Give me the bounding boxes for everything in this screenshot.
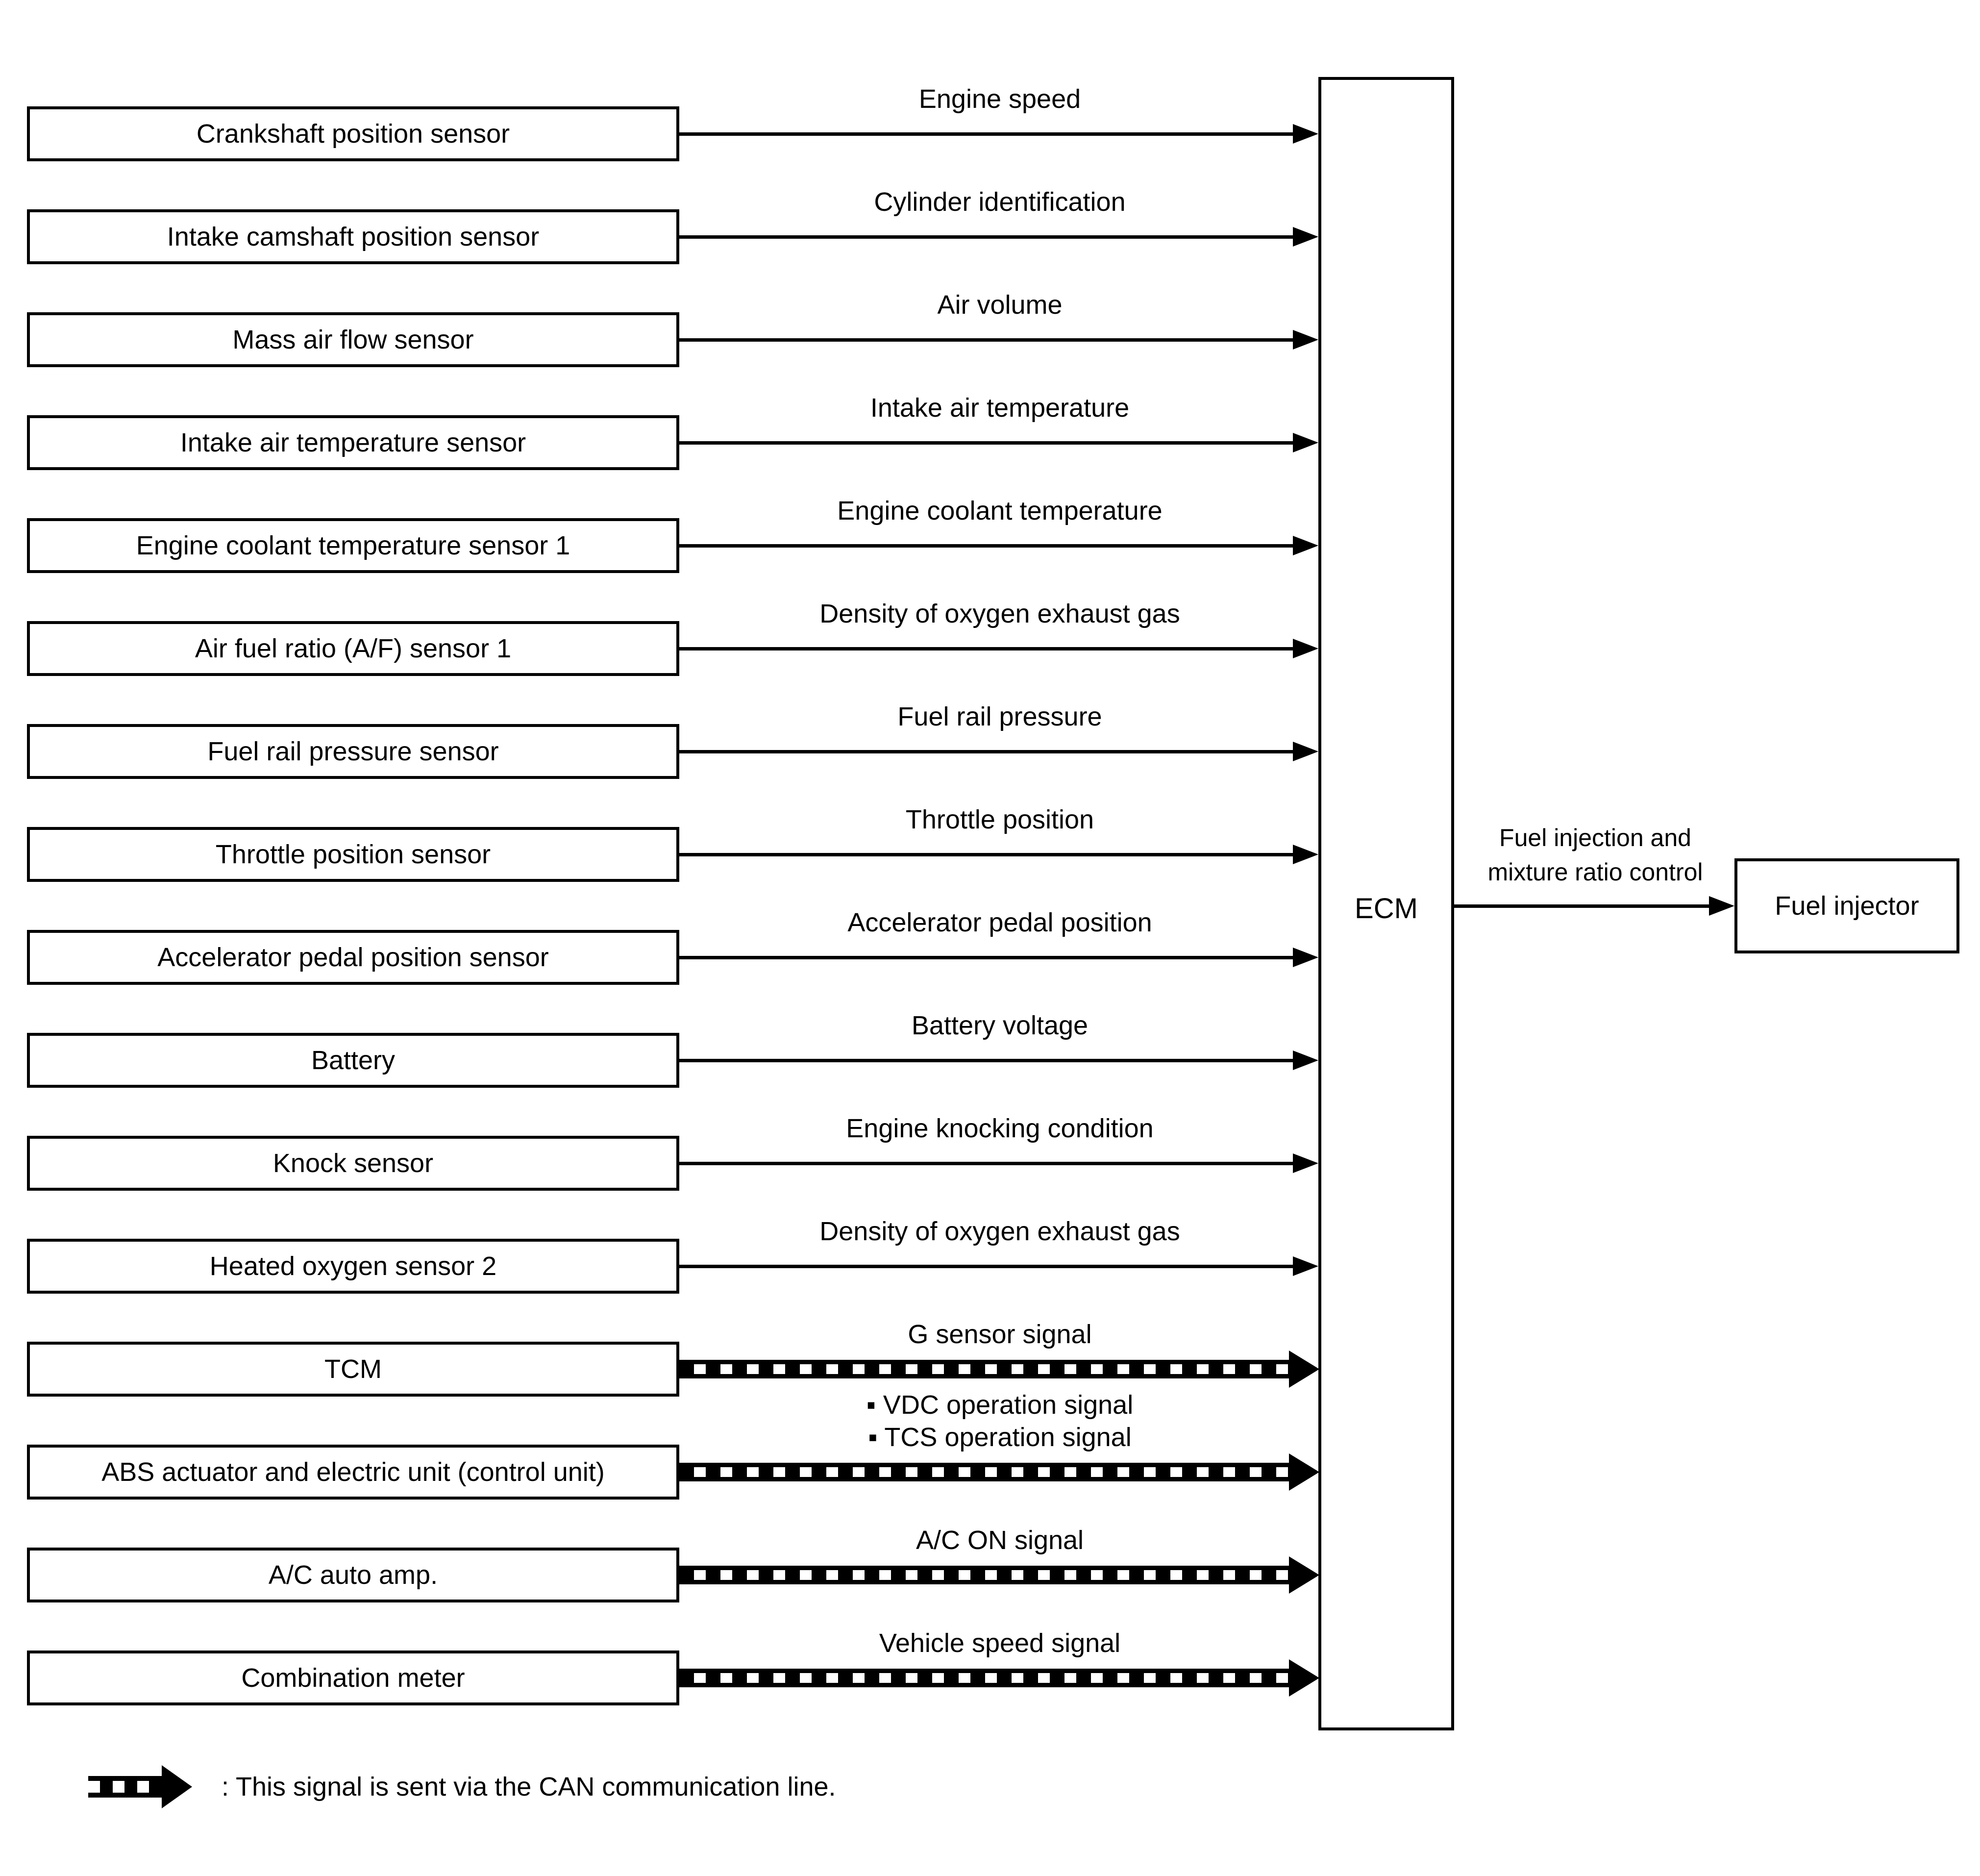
source-box: Fuel rail pressure sensor [27,724,679,779]
source-box-label: TCM [324,1354,382,1384]
signal-arrow-head-icon [1293,1051,1318,1070]
source-box: Battery [27,1033,679,1088]
signal-arrow-head-icon [1293,1153,1318,1173]
signal-arrow-head-icon [1293,124,1318,144]
signal-arrow-head-icon [1293,227,1318,247]
signal-label: Vehicle speed signal [879,1628,1121,1658]
ecm-label: ECM [1355,893,1418,925]
source-box-label: Intake camshaft position sensor [167,222,540,251]
signal-label: Engine speed [918,84,1081,114]
signal-arrow-head-icon [1293,1256,1318,1276]
signal-arrow-line [679,441,1295,445]
signal-label: Engine coolant temperature [837,496,1163,525]
signal-arrow-line [679,338,1295,342]
source-box-label: Intake air temperature sensor [180,427,526,457]
source-box-label: Combination meter [241,1663,465,1693]
fuel-injector-label: Fuel injector [1775,891,1919,921]
output-signal-label-line1: Fuel injection and [1499,824,1691,851]
signal-arrow-line [679,1059,1295,1062]
signal-label: Throttle position [905,805,1094,834]
source-box: Accelerator pedal position sensor [27,930,679,985]
can-arrow-bar [679,1360,1289,1378]
source-box: Mass air flow sensor [27,312,679,367]
can-arrow-legend-icon [88,1776,162,1798]
signal-label: Density of oxygen exhaust gas [819,599,1180,628]
source-box-label: Mass air flow sensor [232,325,474,354]
signal-label: Density of oxygen exhaust gas [819,1217,1180,1246]
source-box-label: Heated oxygen sensor 2 [209,1251,497,1281]
signal-arrow-line [679,956,1295,959]
signal-arrow-line [679,544,1295,548]
output-arrow-line [1454,904,1712,908]
source-box: Intake camshaft position sensor [27,209,679,264]
signal-arrow-line [679,132,1295,136]
signal-arrow-head-icon [1293,639,1318,658]
can-arrow-bar [679,1566,1289,1584]
can-arrow-bar [679,1463,1289,1481]
signal-label: ▪ TCS operation signal [868,1423,1132,1452]
fuel-injector-box: Fuel injector [1734,858,1959,953]
source-box-label: Throttle position sensor [215,839,491,869]
signal-arrow-line [679,235,1295,239]
signal-label: Air volume [937,290,1063,320]
source-box-label: Accelerator pedal position sensor [157,942,549,972]
signal-label: A/C ON signal [916,1526,1084,1555]
output-signal-label-line2: mixture ratio control [1487,858,1703,886]
source-box-label: Crankshaft position sensor [196,119,510,149]
signal-arrow-head-icon [1293,536,1318,555]
can-arrow-head-icon [1289,1351,1319,1388]
source-box-label: A/C auto amp. [268,1560,438,1590]
source-box: Heated oxygen sensor 2 [27,1239,679,1294]
source-box: TCM [27,1342,679,1397]
signal-arrow-head-icon [1293,433,1318,452]
output-arrow-head-icon [1709,896,1734,916]
signal-label: Battery voltage [911,1011,1089,1040]
signal-arrow-head-icon [1293,330,1318,350]
signal-label: Engine knocking condition [846,1114,1154,1143]
source-box-label: Air fuel ratio (A/F) sensor 1 [195,633,512,663]
can-arrow-bar [679,1669,1289,1687]
source-box: Combination meter [27,1651,679,1705]
can-arrow-head-icon [1289,1453,1319,1491]
signal-arrow-line [679,1162,1295,1165]
source-box: Crankshaft position sensor [27,106,679,161]
source-box-label: ABS actuator and electric unit (control … [101,1457,605,1487]
source-box: Throttle position sensor [27,827,679,882]
ecm-box: ECM [1318,77,1454,1730]
signal-label: ▪ VDC operation signal [866,1390,1134,1420]
signal-arrow-line [679,750,1295,753]
signal-label: Cylinder identification [874,187,1126,217]
source-box-label: Battery [311,1045,396,1075]
can-arrow-head-icon [1289,1659,1319,1697]
signal-label: Intake air temperature [870,393,1130,423]
source-box: Air fuel ratio (A/F) sensor 1 [27,621,679,676]
signal-arrow-head-icon [1293,845,1318,864]
signal-arrow-line [679,1265,1295,1268]
source-box-label: Engine coolant temperature sensor 1 [136,530,570,560]
source-box: Engine coolant temperature sensor 1 [27,518,679,573]
signal-label: G sensor signal [908,1320,1092,1349]
source-box-label: Fuel rail pressure sensor [207,736,499,766]
source-box: A/C auto amp. [27,1548,679,1602]
signal-label: Accelerator pedal position [847,908,1152,937]
signal-arrow-line [679,853,1295,856]
source-box: Intake air temperature sensor [27,415,679,470]
can-arrow-head-icon [1289,1556,1319,1594]
signal-arrow-head-icon [1293,948,1318,967]
signal-arrow-head-icon [1293,742,1318,761]
source-box: Knock sensor [27,1136,679,1191]
legend-text: : This signal is sent via the CAN commun… [222,1772,836,1801]
source-box-label: Knock sensor [272,1148,434,1178]
can-arrow-legend-head-icon [162,1765,192,1808]
source-box: ABS actuator and electric unit (control … [27,1445,679,1500]
signal-label: Fuel rail pressure [897,702,1102,731]
signal-arrow-line [679,647,1295,650]
